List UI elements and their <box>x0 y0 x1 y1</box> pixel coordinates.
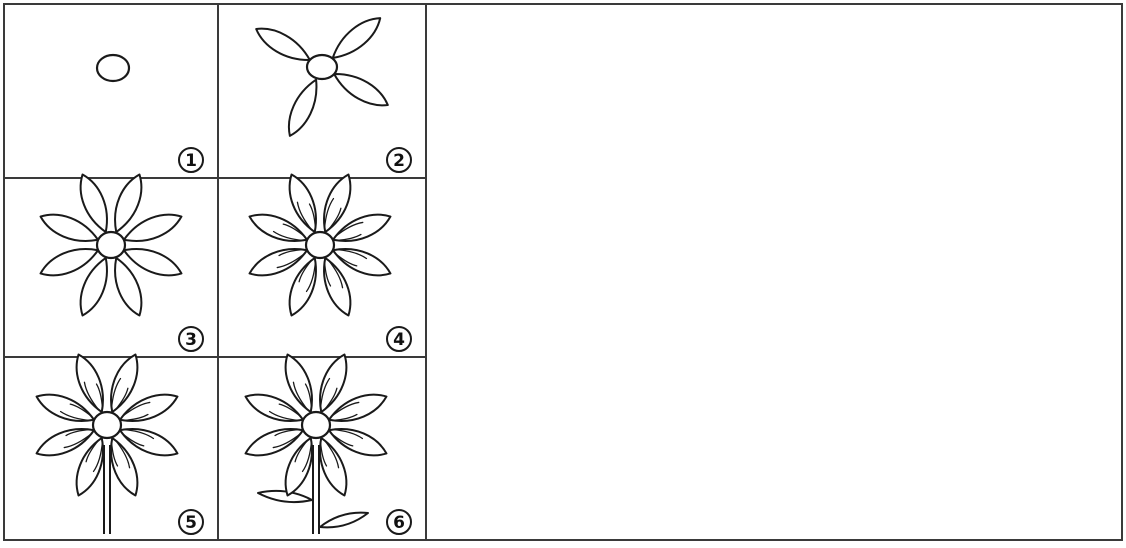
flower-center <box>93 412 121 438</box>
step-panel-1: 1 <box>97 55 203 172</box>
step-panel-5: 5 <box>33 351 203 534</box>
step-number-label: 6 <box>393 513 405 533</box>
step-number-label: 5 <box>185 513 197 533</box>
leaf <box>258 491 312 502</box>
step-panel-6: 6 <box>242 351 411 534</box>
petal-outline <box>329 66 392 113</box>
step-number-label: 2 <box>393 151 405 171</box>
flower-center <box>307 55 337 79</box>
step-panel-4: 4 <box>246 171 411 351</box>
step-panel-2: 2 <box>252 11 411 172</box>
petal <box>327 11 386 65</box>
stem <box>313 445 319 534</box>
step-number-label: 3 <box>185 330 197 350</box>
petal <box>252 21 315 68</box>
flower-center <box>97 232 125 258</box>
petal <box>329 66 392 113</box>
step-panel-3: 3 <box>37 171 203 351</box>
petal-outline <box>327 11 386 65</box>
petal-outline <box>252 21 315 68</box>
petal-outline <box>281 76 324 140</box>
step-number-label: 4 <box>393 330 405 350</box>
leaf <box>320 513 368 528</box>
flower-center <box>97 55 129 81</box>
flower-center <box>302 412 330 438</box>
petal <box>281 76 324 140</box>
step-number-label: 1 <box>185 151 197 171</box>
stem <box>104 445 110 534</box>
flower-center <box>306 232 334 258</box>
